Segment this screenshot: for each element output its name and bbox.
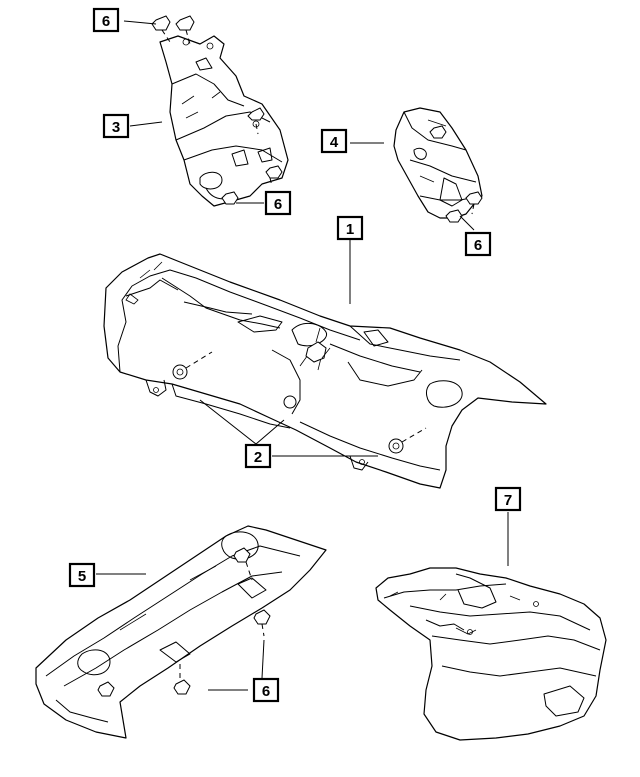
heat-shield-part-7 xyxy=(375,567,607,741)
svg-text:3: 3 xyxy=(112,119,120,136)
callout-6-right: 6 xyxy=(464,231,492,257)
callout-3: 3 xyxy=(102,113,130,139)
heat-shield-part-1 xyxy=(103,253,547,489)
callout-2: 2 xyxy=(244,443,272,469)
callout-4: 4 xyxy=(320,128,348,154)
callout-6-bottom: 6 xyxy=(252,677,280,703)
callout-7: 7 xyxy=(494,486,522,512)
stud-group-part-1 xyxy=(172,327,427,454)
callout-6-mid: 6 xyxy=(264,190,292,216)
svg-text:6: 6 xyxy=(274,196,282,213)
heat-shield-part-3 xyxy=(159,35,289,207)
nut-group-part-5 xyxy=(97,547,271,697)
svg-text:6: 6 xyxy=(262,683,270,700)
nut-group-part-4 xyxy=(429,125,483,223)
callout-5: 5 xyxy=(68,562,96,588)
callout-1: 1 xyxy=(336,215,364,241)
svg-text:7: 7 xyxy=(504,492,512,509)
svg-text:2: 2 xyxy=(254,449,262,466)
svg-text:4: 4 xyxy=(330,134,339,151)
callout-6-top: 6 xyxy=(92,7,120,33)
leader-lines xyxy=(96,20,509,691)
svg-text:5: 5 xyxy=(78,568,86,585)
svg-text:6: 6 xyxy=(474,237,482,254)
nut-group-part-3 xyxy=(151,15,283,205)
svg-text:6: 6 xyxy=(102,13,110,30)
heat-shield-part-4 xyxy=(393,107,483,219)
heat-shield-part-5 xyxy=(35,525,327,739)
svg-text:1: 1 xyxy=(346,221,354,238)
